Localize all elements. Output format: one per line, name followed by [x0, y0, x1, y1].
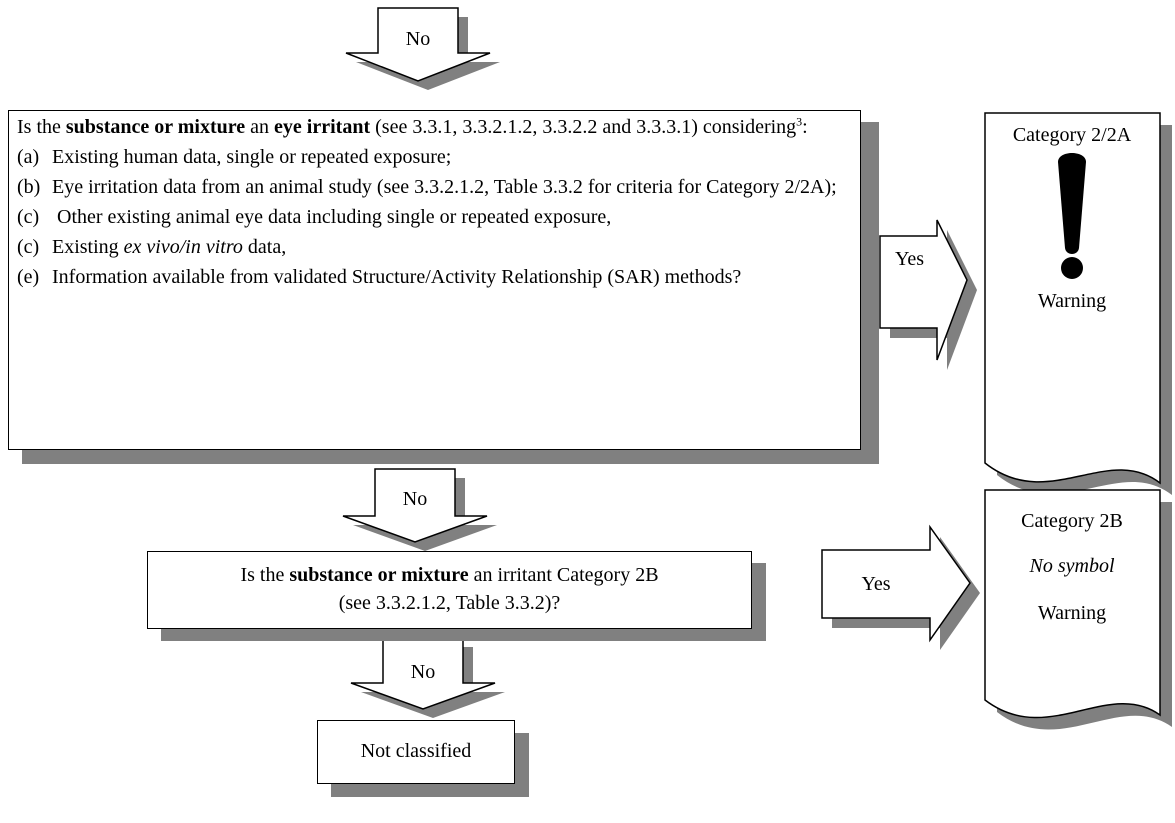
- criteria-item-text: Information available from validated Str…: [52, 266, 742, 288]
- question1-intro-prefix: Is the: [17, 116, 66, 138]
- question1-intro: Is the substance or mixture an eye irrit…: [17, 114, 852, 141]
- criteria-item-text: Existing ex vivo/in vitro data,: [52, 234, 852, 261]
- footnote-marker: 3: [796, 114, 803, 129]
- category-2b-signal: Warning: [1037, 602, 1107, 624]
- no-label-bottom: No: [410, 661, 436, 683]
- question2-line1: Is the substance or mixture an irritant …: [148, 561, 751, 589]
- category-2b-symbol-text-italic: No symbol: [1029, 555, 1115, 577]
- criteria-item: (e) Information available from validated…: [17, 264, 852, 291]
- question2-prefix: Is the: [240, 564, 290, 586]
- right-arrow-yes-second: [821, 524, 980, 650]
- criteria-item-label: (c): [17, 236, 40, 258]
- question1-intro-bold1: substance or mixture: [65, 116, 246, 138]
- category-2a-document: [984, 112, 1172, 495]
- question1-intro-mid: an: [245, 116, 275, 138]
- criteria-item-text-suffix: data,: [242, 236, 287, 258]
- down-arrow-no-top: [345, 7, 500, 90]
- not-classified-label: Not classified: [360, 740, 472, 762]
- category-2a-signal: Warning: [1037, 290, 1107, 312]
- category-2b-symbol-text: No symbol: [997, 555, 1147, 578]
- yes-label-first: Yes: [894, 248, 925, 270]
- criteria-item-text: Other existing animal eye data including…: [52, 206, 612, 228]
- criteria-item-label: (c): [17, 206, 40, 228]
- criteria-item: (c) Other existing animal eye data inclu…: [17, 204, 852, 231]
- down-arrow-no-middle: [342, 468, 497, 551]
- question1-intro-bold2: eye irritant: [274, 116, 371, 138]
- criteria-item-label: (e): [17, 266, 40, 288]
- category-2b-document: [984, 489, 1172, 730]
- no-label-top: No: [405, 28, 431, 50]
- criteria-item-text-italic: ex vivo/in vitro: [123, 236, 243, 258]
- question1-box: Is the substance or mixture an eye irrit…: [8, 110, 861, 450]
- question2-box: Is the substance or mixture an irritant …: [147, 551, 752, 629]
- question2-bold: substance or mixture: [289, 564, 469, 586]
- question1-intro-suffix: (see 3.3.1, 3.3.2.1.2, 3.3.2.2 and 3.3.3…: [370, 116, 797, 138]
- criteria-item: (b) Eye irritation data from an animal s…: [17, 174, 852, 201]
- question1-intro-end: :: [802, 116, 808, 138]
- criteria-item-text: Existing human data, single or repeated …: [52, 146, 452, 168]
- down-arrow-no-bottom: [350, 637, 505, 718]
- question2-line2: (see 3.3.2.1.2, Table 3.3.2)?: [338, 592, 561, 614]
- not-classified-box: Not classified: [317, 720, 515, 784]
- criteria-item: (a) Existing human data, single or repea…: [17, 144, 852, 171]
- category-2a-title: Category 2/2A: [1012, 124, 1132, 146]
- right-arrow-yes-first: [879, 219, 977, 370]
- yes-label-second: Yes: [861, 573, 891, 595]
- question2-suffix: an irritant Category 2B: [468, 564, 659, 586]
- criteria-item-label: (a): [17, 146, 40, 168]
- criteria-item-label: (b): [17, 176, 41, 198]
- exclamation-mark-icon: [1058, 153, 1086, 279]
- no-label-middle: No: [402, 488, 428, 510]
- criteria-item: (c) Existing ex vivo/in vitro data,: [17, 234, 852, 261]
- criteria-item-text: Eye irritation data from an animal study…: [52, 176, 837, 198]
- criteria-item-text-prefix: Existing: [52, 236, 124, 258]
- category-2b-title: Category 2B: [1021, 510, 1123, 532]
